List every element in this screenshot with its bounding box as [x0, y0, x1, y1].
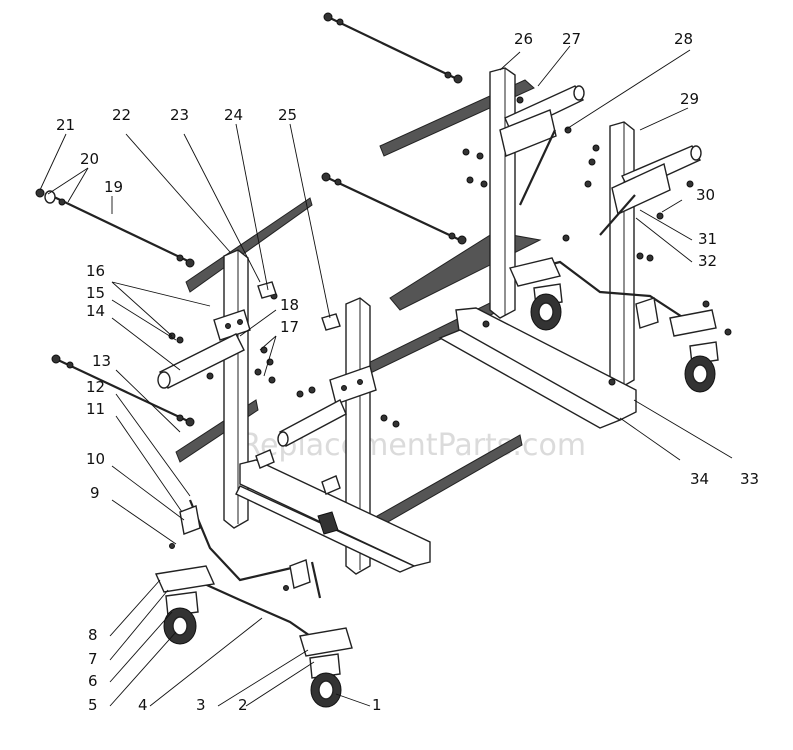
clip-part-front: [255, 449, 341, 495]
rear-right-upright: [609, 121, 635, 389]
callout-25: 25: [278, 106, 297, 124]
caster-rear-right: [684, 341, 719, 393]
bracket-front-right-mid: [329, 365, 377, 405]
side-rod-19: [35, 188, 195, 268]
rear-base-channel: [438, 307, 637, 429]
caster-rear-left: [530, 283, 563, 331]
callout-13: 13: [92, 352, 111, 370]
callout-labels: 1 2 3 4 5 6 7 8 9 10 11 12 13 14 15 16 1…: [56, 30, 759, 714]
callout-32: 32: [698, 252, 717, 270]
clip-part-24: [257, 281, 277, 299]
callout-12: 12: [86, 378, 105, 396]
callout-22: 22: [112, 106, 131, 124]
caster-plate-rear-left: [509, 257, 561, 287]
front-brake-rod: [188, 499, 301, 582]
callout-21: 21: [56, 116, 75, 134]
caster-front-left: [163, 591, 199, 645]
brake-bracket-front-mid: [289, 559, 322, 599]
callout-7: 7: [88, 650, 98, 668]
strap-top-left: [185, 197, 313, 293]
callout-1: 1: [372, 696, 382, 714]
callout-18: 18: [280, 296, 299, 314]
rear-link-right: [599, 194, 636, 236]
watermark: eReplacementParts.com: [222, 428, 586, 463]
front-brake-rod-lower: [177, 570, 317, 641]
callout-15: 15: [86, 284, 105, 302]
callout-23: 23: [170, 106, 189, 124]
callout-19: 19: [104, 178, 123, 196]
rear-left-upright: [489, 67, 516, 319]
callout-16: 16: [86, 262, 105, 280]
clip-part-25: [321, 313, 341, 331]
callout-28: 28: [674, 30, 693, 48]
side-rod-13: [51, 354, 195, 427]
callout-30: 30: [696, 186, 715, 204]
leader-lines: [39, 45, 733, 707]
bracket-rear-right: [611, 163, 671, 215]
callout-33: 33: [740, 470, 759, 488]
front-base-channel: [235, 459, 431, 573]
brake-bracket-10: [179, 505, 201, 535]
brake-bracket-rear-mid: [635, 297, 659, 329]
callout-34: 34: [690, 470, 709, 488]
callout-31: 31: [698, 230, 717, 248]
callout-8: 8: [88, 626, 98, 644]
caster-plate-front-right: [299, 627, 353, 657]
callout-11: 11: [86, 400, 105, 418]
callout-10: 10: [86, 450, 105, 468]
callout-9: 9: [90, 484, 100, 502]
callout-24: 24: [224, 106, 243, 124]
axle-tube-front-right: [277, 399, 347, 447]
callout-6: 6: [88, 672, 98, 690]
bracket-front-left-top: [213, 309, 251, 341]
brake-plate-rear-right: [669, 309, 717, 337]
callout-26: 26: [514, 30, 533, 48]
top-rod-middle: [321, 172, 467, 245]
rear-link-28: [519, 129, 556, 206]
callout-17: 17: [280, 318, 299, 336]
callout-27: 27: [562, 30, 581, 48]
callout-5: 5: [88, 696, 98, 714]
caster-plate-front-left: [154, 565, 216, 593]
callout-4: 4: [138, 696, 148, 714]
caster-front-right: [309, 653, 342, 708]
top-rod-rear: [323, 12, 463, 84]
callout-3: 3: [196, 696, 206, 714]
callout-14: 14: [86, 302, 105, 320]
axle-tube-front-left: [157, 333, 245, 389]
callout-29: 29: [680, 90, 699, 108]
bracket-rear-left: [499, 109, 557, 157]
callout-20: 20: [80, 150, 99, 168]
callout-2: 2: [238, 696, 248, 714]
